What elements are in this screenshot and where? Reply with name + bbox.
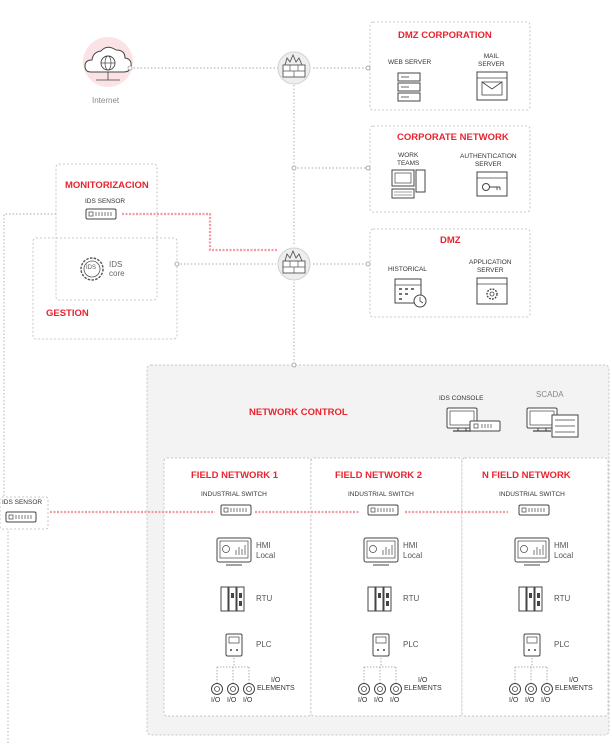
ids-sensor-label: IDS SENSOR [85, 198, 126, 205]
internet-cloud-icon [83, 37, 133, 87]
field-network-1-io-icon-1 [211, 683, 223, 695]
field-network-2-rtu-label: RTU [403, 594, 420, 603]
monitoring-links [50, 212, 508, 514]
n-field-network-io-icon-2 [525, 683, 537, 695]
ids-core-icon [80, 257, 104, 281]
mail-server-icon [476, 71, 508, 101]
ids-core-inner-label: IDS [86, 265, 97, 271]
field-network-1-hmi-label-1: HMI [256, 541, 271, 550]
field-network-1-plc-icon [225, 633, 243, 657]
field-network-1-title: FIELD NETWORK 1 [191, 470, 279, 481]
field-network-2-hmi-label-1: HMI [403, 541, 418, 550]
mail-server-label: MAIL SERVER [478, 53, 505, 68]
field-network-1-hmi-label-2: Local [256, 551, 276, 560]
authentication-server-icon [476, 171, 508, 197]
field-network-2-io-label-1: I/O [358, 697, 368, 704]
web-server-icon [397, 72, 421, 102]
web-server-label: WEB SERVER [388, 59, 432, 66]
field-network-1-rtu-label: RTU [256, 594, 273, 603]
ids-sensor-top-icon [85, 208, 117, 220]
gestion-title: GESTION [46, 308, 89, 319]
field-network-2-io-icon-3 [390, 683, 402, 695]
ids-core-label-2: core [109, 269, 125, 278]
n-field-network-hmi-label-1: HMI [554, 541, 569, 550]
field-network-1-io-elements-label-1: I/O [271, 677, 281, 684]
n-field-network-switch-icon [518, 504, 550, 516]
work-teams-icon [391, 169, 426, 199]
ids-core-label-1: IDS [109, 260, 123, 269]
field-network-2-io-icon-2 [374, 683, 386, 695]
field-network-2-plc-icon [372, 633, 390, 657]
n-field-network-io-elements-label-2: ELEMENTS [555, 685, 593, 692]
n-field-network-plc-label: PLC [554, 640, 570, 649]
application-server-icon [476, 277, 508, 305]
field-network-2-io-icon-1 [358, 683, 370, 695]
field-network-1-hmi-icon [216, 537, 252, 566]
n-field-network-title: N FIELD NETWORK [482, 470, 571, 481]
n-field-network-rtu-icon [518, 586, 543, 612]
field-network-2-title: FIELD NETWORK 2 [335, 470, 423, 481]
field-network-2-hmi-label-2: Local [403, 551, 423, 560]
field-network-2-switch-icon [367, 504, 399, 516]
gestion-box [32, 237, 178, 340]
historical-label: HISTORICAL [388, 266, 427, 273]
connection-lines [3, 67, 370, 745]
internet-label: Internet [92, 96, 120, 105]
application-server-label: APPLICATION SERVER [469, 259, 512, 274]
n-field-network-plc-icon [523, 633, 541, 657]
field-network-2-rtu-icon [367, 586, 392, 612]
dmz-title: DMZ [440, 235, 461, 246]
n-field-network-hmi-icon [514, 537, 550, 566]
n-field-network-switch-label: INDUSTRIAL SWITCH [499, 491, 565, 498]
dmz-corporation-box [369, 21, 531, 111]
n-field-network-io-icon-1 [509, 683, 521, 695]
historical-icon [394, 278, 427, 308]
work-teams-label: WORK TEAMS [397, 152, 420, 167]
junction-dots [127, 65, 371, 368]
n-field-network-rtu-label: RTU [554, 594, 571, 603]
monitorizacion-box [55, 163, 158, 301]
ids-console-label: IDS CONSOLE [439, 395, 484, 402]
field-network-1-io-label-1: I/O [211, 697, 221, 704]
field-network-2-io-elements-label-2: ELEMENTS [404, 685, 442, 692]
scada-icon [526, 407, 579, 438]
network-control-title: NETWORK CONTROL [249, 407, 348, 418]
field-network-2-io-label-2: I/O [374, 697, 384, 704]
n-field-network-io-elements-label-1: I/O [569, 677, 579, 684]
monitorizacion-title: MONITORIZACION [65, 180, 149, 191]
dmz-corporation-title: DMZ CORPORATION [398, 30, 492, 41]
n-field-network-io-label-1: I/O [509, 697, 519, 704]
field-network-1-io-label-2: I/O [227, 697, 237, 704]
authentication-server-label: AUTHENTICATION SERVER [460, 153, 517, 168]
ids-console-icon [446, 407, 501, 432]
left-ids-sensor-label: IDS SENSOR [2, 499, 43, 506]
field-network-1-switch-label: INDUSTRIAL SWITCH [201, 491, 267, 498]
field-network-2-switch-label: INDUSTRIAL SWITCH [348, 491, 414, 498]
dmz-box [369, 228, 531, 318]
field-network-1-io-icon-2 [227, 683, 239, 695]
field-network-2-plc-label: PLC [403, 640, 419, 649]
field-network-1-plc-label: PLC [256, 640, 272, 649]
field-network-2-io-label-3: I/O [390, 697, 400, 704]
n-field-network-io-label-2: I/O [525, 697, 535, 704]
field-network-1-switch-icon [220, 504, 252, 516]
n-field-network-io-icon-3 [541, 683, 553, 695]
field-network-2-hmi-icon [363, 537, 399, 566]
scada-label: SCADA [536, 390, 564, 399]
firewall-middle-icon [277, 247, 311, 281]
n-field-network-hmi-label-2: Local [554, 551, 574, 560]
field-network-1-io-icon-3 [243, 683, 255, 695]
n-field-network-io-label-3: I/O [541, 697, 551, 704]
field-network-2-io-elements-label-1: I/O [418, 677, 428, 684]
corporate-network-title: CORPORATE NETWORK [397, 132, 509, 143]
field-network-1-io-label-3: I/O [243, 697, 253, 704]
firewall-top-icon [277, 51, 311, 85]
ids-sensor-left-icon [5, 511, 37, 523]
field-network-1-rtu-icon [220, 586, 245, 612]
field-network-1-io-elements-label-2: ELEMENTS [257, 685, 295, 692]
